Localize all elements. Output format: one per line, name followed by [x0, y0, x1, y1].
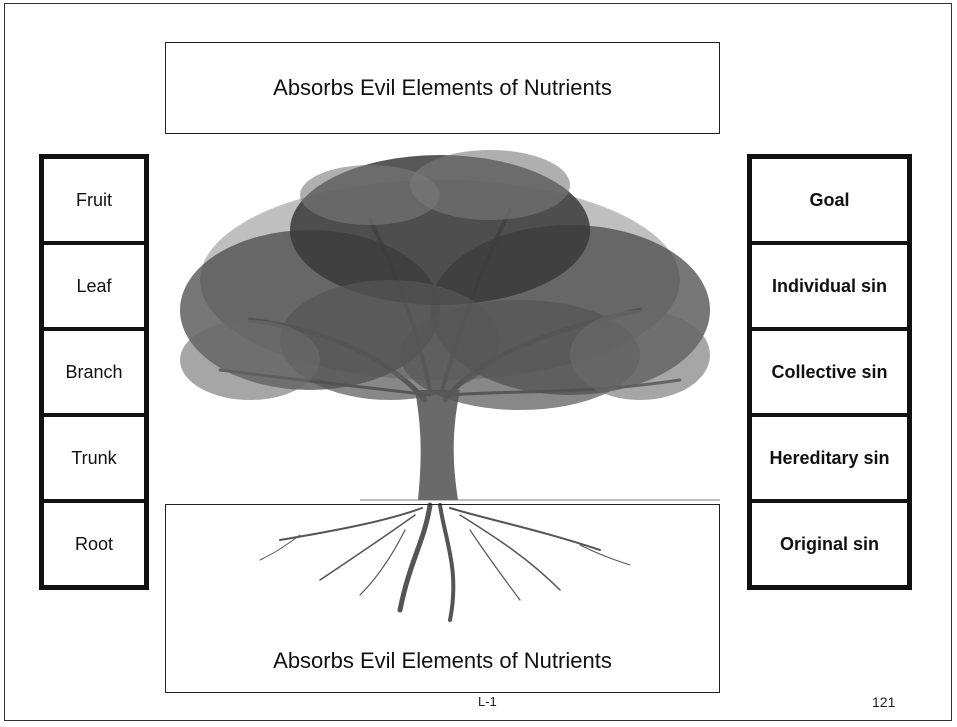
roots — [259, 502, 631, 622]
sin-level-original: Original sin — [779, 533, 880, 554]
top-banner-text: Absorbs Evil Elements of Nutrients — [273, 75, 612, 100]
bottom-banner-text: Absorbs Evil Elements of Nutrients — [273, 648, 612, 673]
sin-level-individual: Individual sin — [752, 245, 907, 331]
footer-code: L-1 — [478, 694, 497, 709]
page-number: 121 — [872, 694, 896, 710]
foliage — [180, 150, 710, 410]
bottom-banner: Absorbs Evil Elements of Nutrients — [165, 504, 720, 693]
tree-part-trunk: Trunk — [44, 417, 144, 503]
tree-illustration — [180, 150, 720, 622]
top-banner: Absorbs Evil Elements of Nutrients — [165, 42, 720, 134]
tree-part-branch: Branch — [44, 331, 144, 417]
sin-level-hereditary: Hereditary sin — [752, 417, 907, 503]
sin-level-collective: Collective sin — [752, 331, 907, 417]
sin-level-goal: Goal — [752, 159, 907, 245]
sin-levels-column: Goal Individual sin Collective sin Hered… — [747, 154, 912, 590]
tree-part-leaf: Leaf — [44, 245, 144, 331]
tree-parts-column: Fruit Leaf Branch Trunk Root — [39, 154, 149, 590]
trunk — [415, 390, 460, 500]
tree-part-root: Root — [74, 533, 114, 554]
tree-part-fruit: Fruit — [44, 159, 144, 245]
